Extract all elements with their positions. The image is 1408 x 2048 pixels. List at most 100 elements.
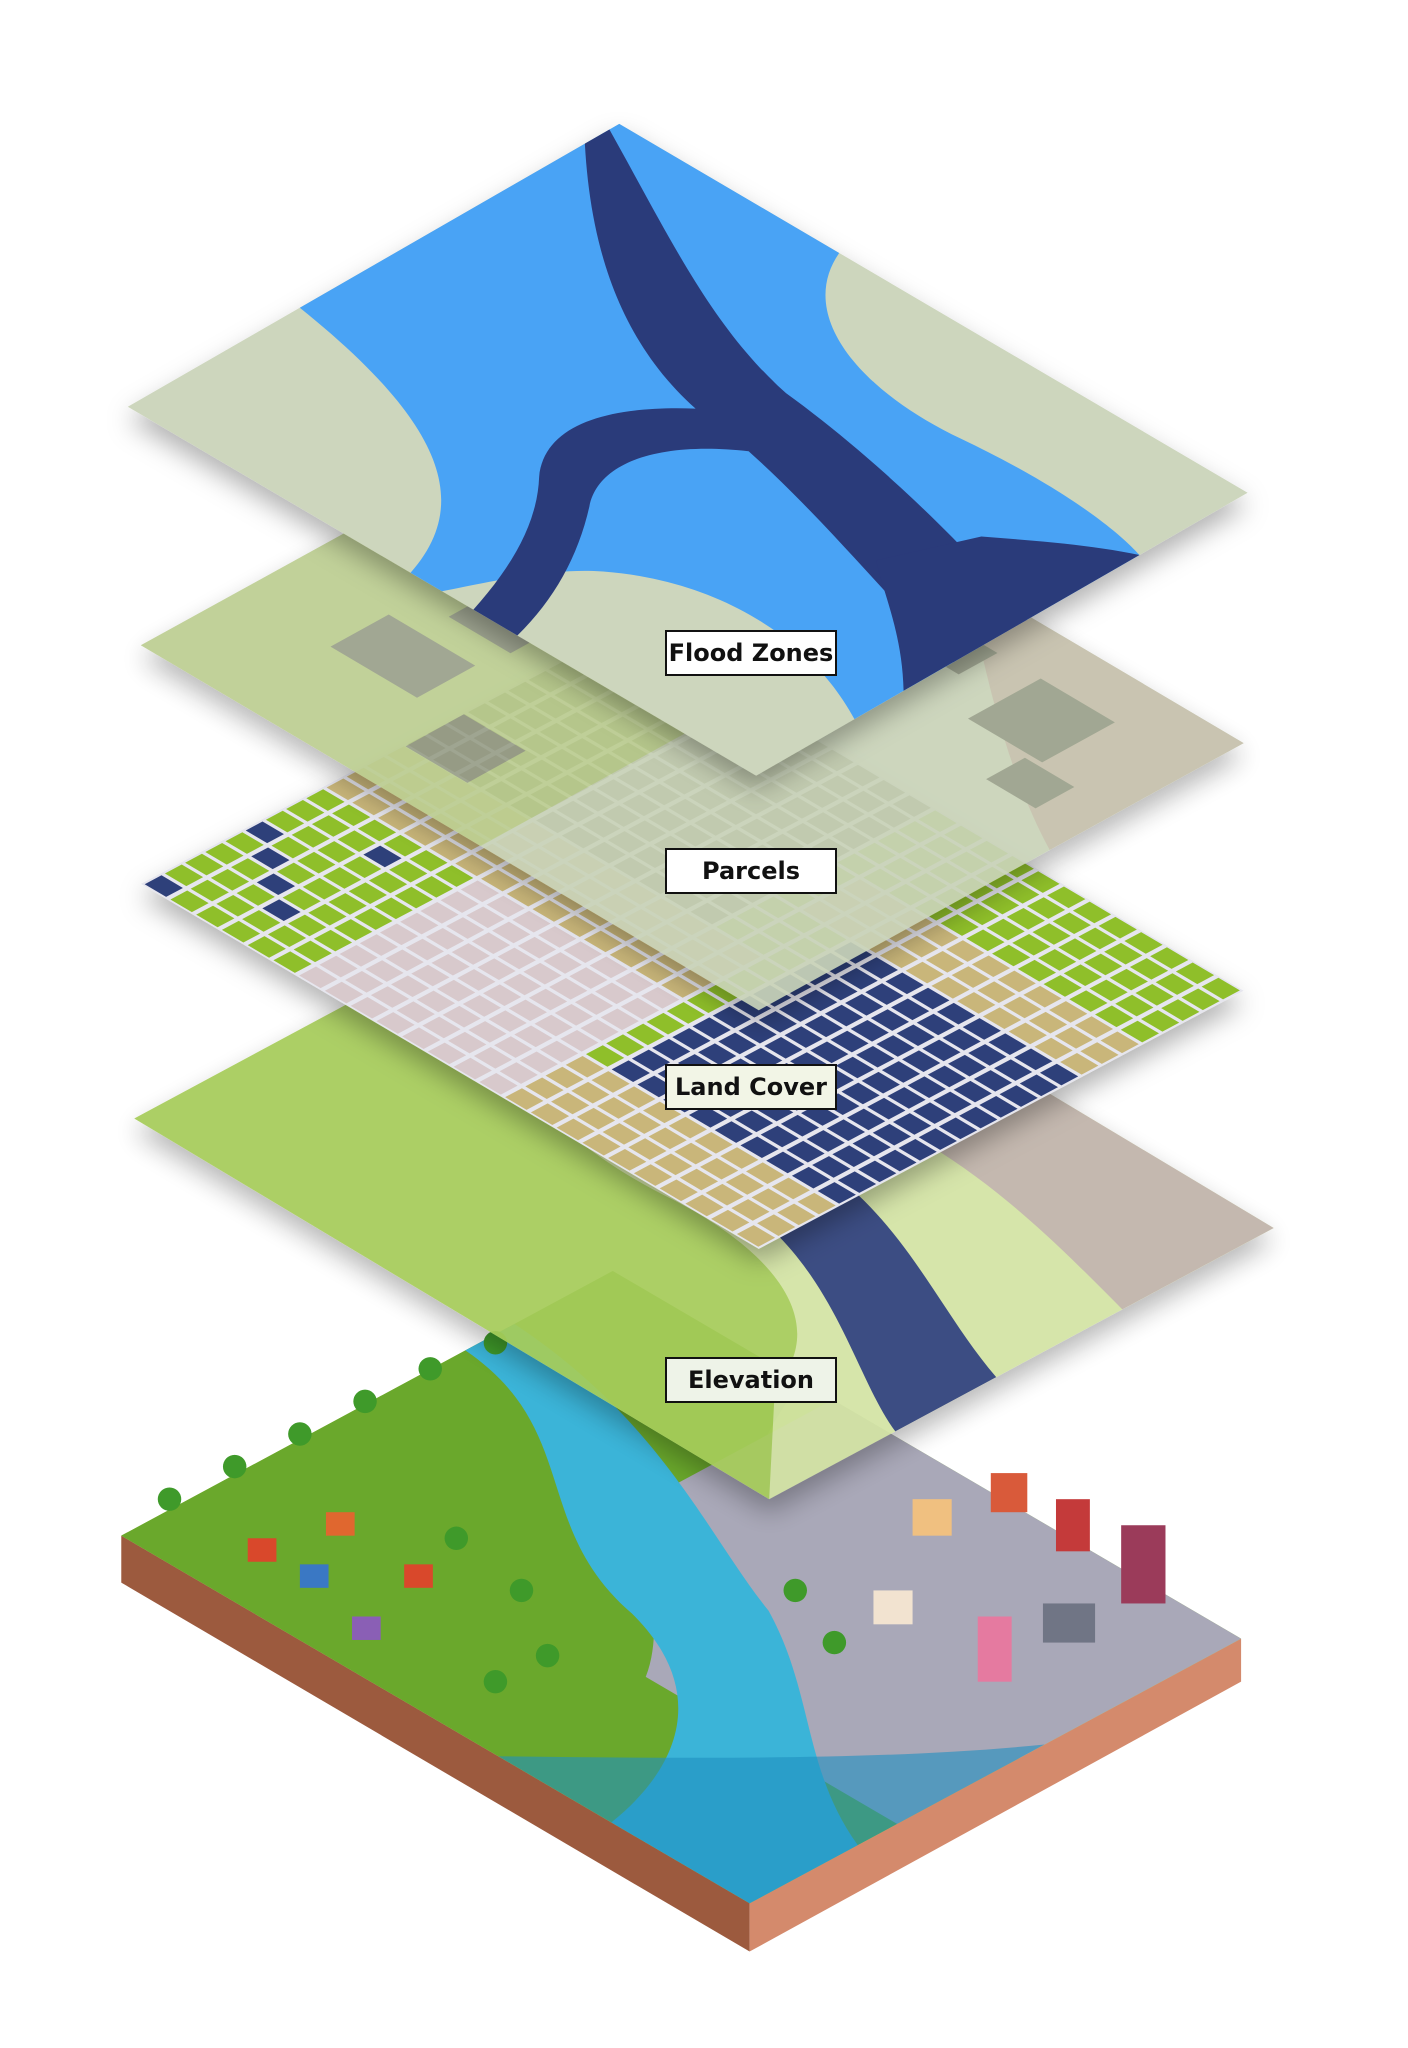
land-cover-cell [552, 889, 591, 912]
land-cover-cell [291, 825, 330, 848]
land-cover-cell [334, 919, 373, 941]
land-cover-cell [936, 1002, 976, 1025]
land-cover-cell [994, 1059, 1033, 1081]
land-cover-cell [216, 894, 255, 917]
land-cover-cell [1049, 1001, 1088, 1023]
land-cover-cell [1104, 942, 1143, 965]
land-cover-cell [265, 810, 305, 833]
land-cover-cell [288, 914, 327, 937]
land-cover-cell [668, 1116, 707, 1139]
land-cover-cell [376, 1012, 415, 1034]
land-cover-cell [674, 1142, 713, 1165]
land-cover-cell [437, 979, 476, 1002]
land-cover-cell [980, 892, 1020, 915]
land-cover-cell [672, 1028, 711, 1050]
land-cover-cell [1012, 933, 1051, 956]
land-cover-cell [379, 923, 419, 946]
land-cover-cell [631, 1049, 671, 1072]
land-cover-cell [968, 1044, 1007, 1066]
land-cover-cell [271, 836, 310, 859]
land-cover-cell [1069, 990, 1108, 1012]
land-cover-cell [448, 1031, 487, 1054]
land-cover-cell [711, 1209, 750, 1232]
land-cover-cell [571, 1081, 610, 1104]
land-cover-cell [526, 874, 566, 896]
land-cover-cell [368, 871, 408, 894]
land-cover-cell [460, 880, 500, 903]
land-cover-cell [357, 819, 397, 842]
land-cover-cell [389, 860, 428, 883]
base-side-right [749, 1638, 1242, 1952]
land-cover-cell [534, 1014, 573, 1037]
land-cover-cell [951, 966, 990, 988]
elevation-hills [134, 969, 798, 1500]
land-cover-cell [1089, 979, 1128, 1002]
land-cover-cell [700, 1157, 739, 1180]
land-cover-cell [878, 1149, 917, 1172]
land-cover-cell [1006, 907, 1045, 930]
land-cover-cell [422, 1016, 461, 1039]
land-cover-cell [466, 906, 505, 929]
land-cover-cell [654, 1153, 693, 1176]
land-cover-cell [799, 989, 838, 1012]
land-cover-cell [760, 1125, 799, 1148]
land-cover-cell [328, 893, 367, 915]
land-cover-cell [1028, 1011, 1068, 1034]
land-cover-cell [589, 956, 628, 979]
land-cover-cell [352, 793, 391, 816]
land-cover-cell [494, 1036, 533, 1058]
land-cover-cell [405, 938, 444, 961]
land-cover-cell [435, 865, 474, 887]
parcel-lot [330, 614, 476, 698]
land-cover-cell [992, 944, 1031, 967]
land-cover-cell [549, 978, 588, 1000]
houses [247, 1512, 433, 1640]
land-cover-cell [819, 978, 858, 1001]
land-cover-cell [185, 853, 224, 876]
land-cover-cell [1001, 882, 1040, 904]
land-cover-cell [887, 1087, 926, 1109]
land-cover-cell [359, 934, 399, 956]
land-cover-cell [938, 1117, 978, 1140]
land-cover-cell [1201, 977, 1240, 1000]
land-cover-cell [725, 1173, 765, 1195]
land-cover-cell [920, 925, 959, 947]
land-cover-cell [845, 994, 884, 1016]
land-cover-cell [505, 1088, 544, 1110]
land-cover-cell [569, 967, 608, 989]
land-cover-cell [751, 1188, 790, 1210]
land-cover-cell [896, 1024, 935, 1047]
land-cover-cell [273, 951, 312, 973]
land-cover-cell [324, 981, 364, 1004]
land-cover-cell [997, 970, 1036, 993]
land-cover-cell [409, 850, 448, 872]
land-cover-cell [661, 976, 700, 998]
land-cover-cell [973, 1070, 1013, 1092]
land-cover-cell [659, 1179, 698, 1202]
land-cover-cell [687, 991, 726, 1014]
land-cover-cell [446, 917, 485, 939]
parcel-lot [405, 714, 526, 783]
land-cover-cell [900, 935, 939, 958]
land-cover-cell [538, 926, 577, 948]
land-cover-cell [942, 1028, 981, 1051]
land-cover-cell [457, 969, 496, 991]
land-cover-cell [267, 925, 307, 947]
city-buildings [873, 1473, 1166, 1682]
land-cover-cell [514, 1025, 553, 1048]
land-cover-cell [1058, 938, 1097, 961]
land-cover-cell [608, 1149, 647, 1171]
land-cover-cell [479, 1073, 518, 1095]
land-cover-cell [499, 1062, 538, 1084]
land-cover-cell [210, 868, 250, 891]
land-cover-cell [738, 1021, 777, 1044]
land-cover-cell [394, 886, 433, 909]
land-cover-cell [1109, 968, 1148, 991]
land-cover-cell [791, 1166, 831, 1189]
land-cover-cell [221, 920, 261, 943]
land-cover-cell [297, 851, 336, 874]
land-cover-cell [1150, 947, 1189, 969]
land-cover-cell [839, 968, 878, 990]
flood-zones-layer [127, 123, 1248, 776]
land-cover-cell [492, 921, 531, 944]
